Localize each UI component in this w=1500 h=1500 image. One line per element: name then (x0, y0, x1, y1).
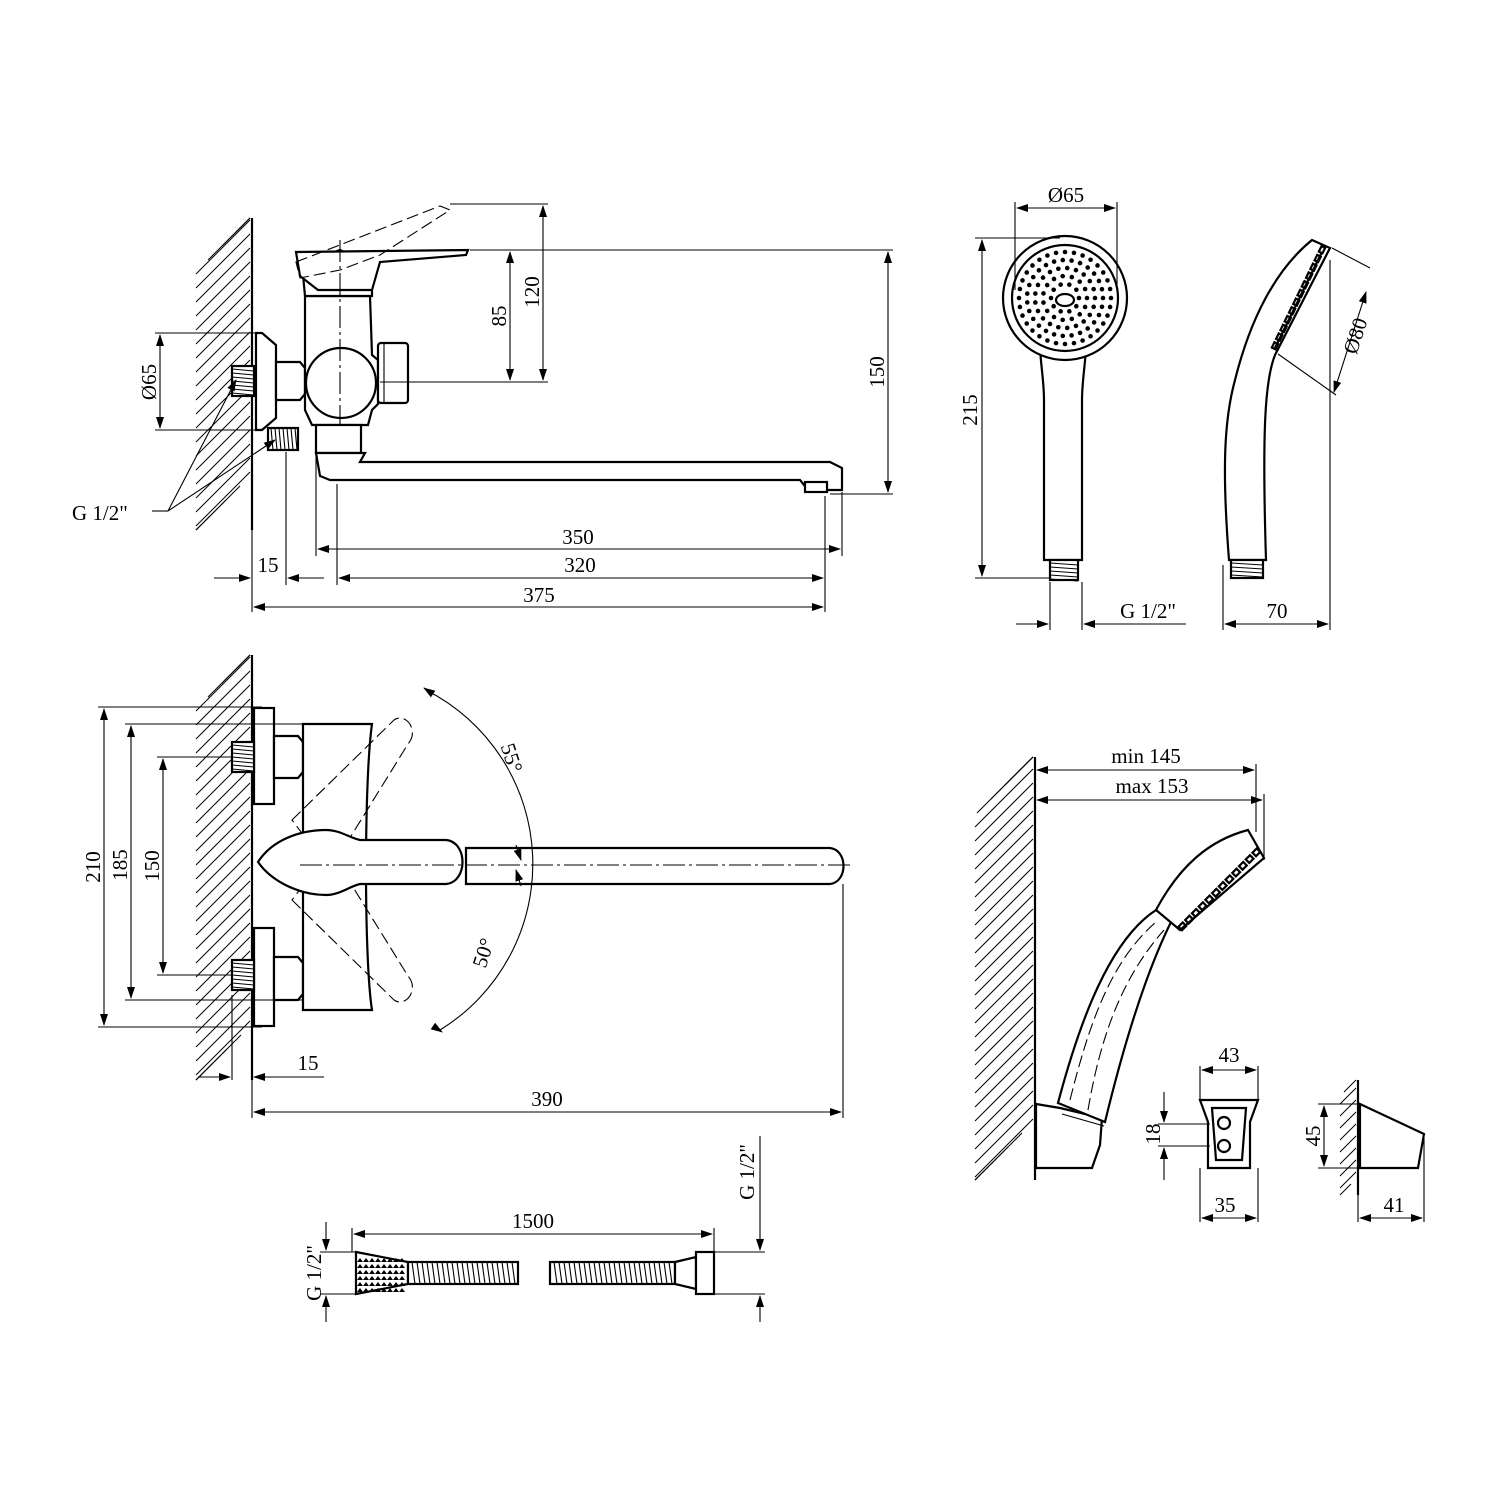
hose-view: 1500 G 1/2" G 1/2" (302, 1136, 765, 1322)
holder-side-view: 45 41 (1301, 1079, 1426, 1222)
dim-d80: Ø80 (1338, 315, 1372, 357)
angle-50: 50° (467, 935, 499, 970)
dim-320: 320 (564, 553, 596, 577)
thread-label: G 1/2" (1120, 599, 1176, 623)
dim-185: 185 (108, 849, 132, 881)
holder-min: min 145 (1111, 744, 1180, 768)
dim-35: 35 (1215, 1193, 1236, 1217)
thread-right: G 1/2" (735, 1144, 759, 1200)
holder-front-view: 43 18 35 (1141, 1043, 1260, 1222)
wall-hatch (195, 217, 251, 531)
dim-45: 45 (1301, 1126, 1325, 1147)
dim-120: 120 (520, 276, 544, 308)
dim-215: 215 (958, 394, 982, 426)
holder-mounted-view: min 145 max 153 (974, 744, 1266, 1181)
faucet-top-view: 55° 50° 210 185 150 15 390 (81, 654, 850, 1118)
dim-70: 70 (1267, 599, 1288, 623)
dim-d65: Ø65 (137, 364, 161, 400)
spray-nozzles (1016, 249, 1114, 347)
dim-d65: Ø65 (1048, 183, 1084, 207)
dim-350: 350 (562, 525, 594, 549)
hose-coils (411, 1261, 673, 1285)
faucet-side-view: 150 120 85 Ø65 350 320 375 15 G 1/2" (72, 203, 893, 612)
dim-43: 43 (1219, 1043, 1240, 1067)
shower-head-front-view: Ø65 215 G 1/2" (958, 183, 1186, 630)
dim-85: 85 (487, 306, 511, 327)
thread-label: G 1/2" (72, 501, 128, 525)
dim-15: 15 (298, 1051, 319, 1075)
dim-390: 390 (531, 1087, 563, 1111)
dim-18: 18 (1141, 1124, 1165, 1145)
shower-head-side-view: Ø80 70 (1222, 238, 1372, 630)
thread-left: G 1/2" (302, 1245, 326, 1301)
dim-150: 150 (140, 850, 164, 882)
dim-375: 375 (523, 583, 555, 607)
angle-55: 55° (496, 740, 528, 775)
dim-150: 150 (865, 356, 889, 388)
dim-15: 15 (258, 553, 279, 577)
knurl-pattern (357, 1258, 405, 1292)
spray-teeth (1270, 244, 1327, 351)
hose-length: 1500 (512, 1209, 554, 1233)
dim-210: 210 (81, 851, 105, 883)
holder-max: max 153 (1116, 774, 1189, 798)
dim-41: 41 (1384, 1193, 1405, 1217)
